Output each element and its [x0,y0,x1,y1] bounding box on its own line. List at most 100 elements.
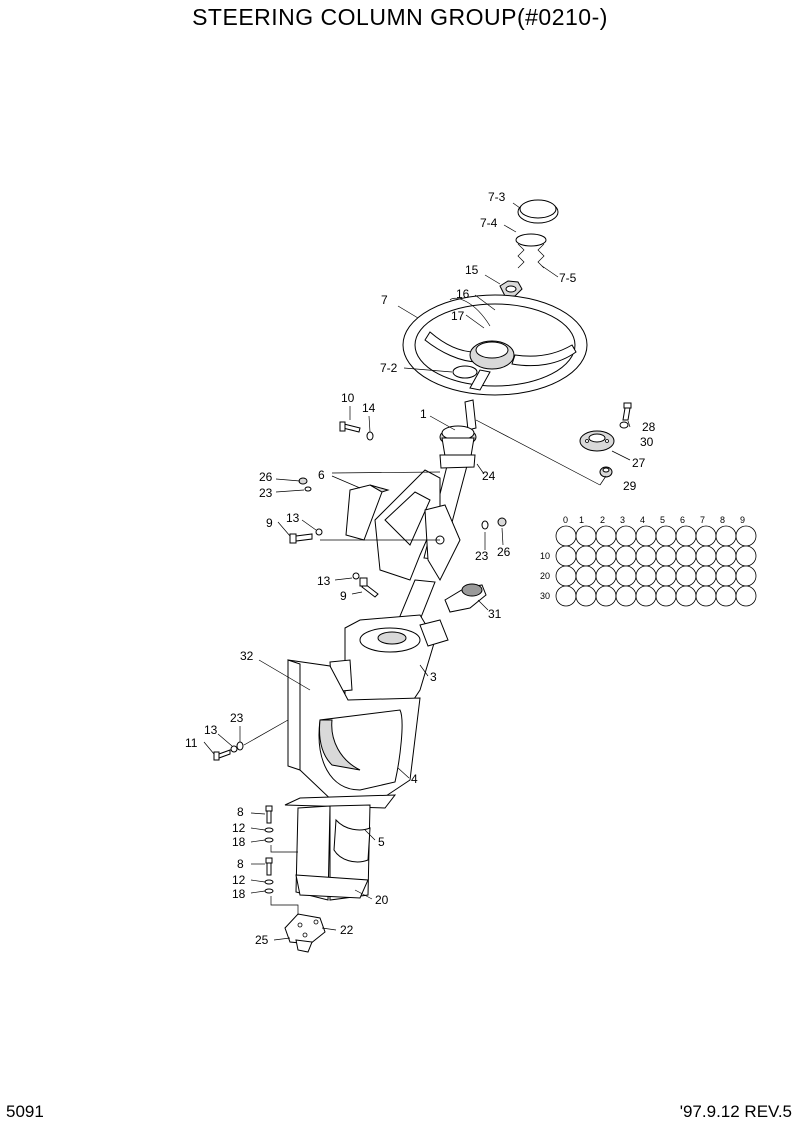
column-bracket-6[interactable] [374,469,461,582]
grid-circle [555,545,577,567]
callout-26a: 26 [259,470,273,484]
grid-circle [715,545,737,567]
grid-circle [575,585,597,607]
nut-26a[interactable] [298,477,308,485]
grid-circle [695,525,717,547]
callout-8b: 8 [237,857,244,871]
grid-circle [655,565,677,587]
washer-12a[interactable] [264,827,274,833]
callout-14: 14 [362,401,376,415]
washer-18a[interactable] [264,837,274,843]
grid-col-label: 6 [680,515,685,525]
callout-20: 20 [375,893,389,907]
horn-spring[interactable] [515,233,547,269]
callout-22: 22 [340,923,354,937]
grid-circle [675,525,697,547]
grid-circle [595,585,617,607]
callout-30: 30 [640,435,654,449]
grid-circle [735,585,757,607]
bolt-8a[interactable] [265,805,273,824]
washer-23a[interactable] [304,486,312,492]
callout-9a: 9 [266,516,273,530]
grid-circle [575,545,597,567]
grid-col-label: 3 [620,515,625,525]
grid-circle [735,525,757,547]
washer-13b[interactable] [352,572,360,580]
bolt-10[interactable] [339,421,361,433]
washer-18b[interactable] [264,888,274,894]
callout-15: 15 [465,263,479,277]
callout-18b: 18 [232,887,246,901]
grid-col-label: 7 [700,515,705,525]
page-number: 5091 [6,1102,44,1121]
horn-cap[interactable] [517,199,559,224]
grid-circle [555,525,577,547]
washer-14[interactable] [366,431,374,441]
steering-wheel[interactable] [402,294,588,396]
grid-row-label: 30 [540,591,550,601]
callout-12a: 12 [232,821,246,835]
bolt-9b[interactable] [359,577,379,598]
grid-circle [615,525,637,547]
washer-30[interactable] [619,421,629,429]
grid-col-label: 8 [720,515,725,525]
washer-23c[interactable] [236,741,244,751]
callout-1: 1 [420,407,427,421]
grid-col-label: 2 [600,515,605,525]
bolt-28[interactable] [622,402,632,421]
callout-27: 27 [632,456,646,470]
callout-16: 16 [456,287,470,301]
grid-circle [675,545,697,567]
grid-col-label: 4 [640,515,645,525]
callout-4: 4 [411,772,418,786]
callout-7-2: 7-2 [380,361,398,375]
bolt-8b[interactable] [265,857,273,876]
washer-12b[interactable] [264,879,274,885]
grid-circle [595,565,617,587]
bolt-11[interactable] [213,749,231,761]
callout-5: 5 [378,835,385,849]
grid-row-label: 10 [540,551,550,561]
grid-circle [695,545,717,567]
washer-13a[interactable] [315,528,323,536]
grid-circle [735,565,757,587]
lever-switch-31[interactable] [444,583,487,613]
grid-circle [595,525,617,547]
bolt-9a[interactable] [289,533,313,544]
base-bracket-5[interactable] [284,794,397,901]
nut-26b[interactable] [497,517,507,527]
grid-circle [715,565,737,587]
callout-9b: 9 [340,589,347,603]
callout-13c: 13 [204,723,218,737]
grid-row-label: 20 [540,571,550,581]
grid-col-label: 5 [660,515,665,525]
grid-circle [655,525,677,547]
callout-13b: 13 [317,574,331,588]
page-title: STEERING COLUMN GROUP(#0210-) [192,4,608,30]
nut-15[interactable] [499,280,523,297]
nut-29[interactable] [599,466,613,478]
callout-26b: 26 [497,545,511,559]
grid-circle [555,585,577,607]
shaft-bearing-24[interactable] [439,454,476,469]
callout-23b: 23 [475,549,489,563]
grid-col-label: 0 [563,515,568,525]
grid-circle [595,545,617,567]
washer-23b[interactable] [481,520,489,530]
grid-circle [695,565,717,587]
revision-date: '97.9.12 REV.5 [679,1102,792,1121]
callout-7-4: 7-4 [480,216,498,230]
callout-3: 3 [430,670,437,684]
mounting-plate-22[interactable] [284,913,326,953]
callout-17: 17 [451,309,465,323]
grid-col-label: 9 [740,515,745,525]
plate-27[interactable] [579,430,615,452]
callout-6: 6 [318,468,325,482]
grid-circle [655,585,677,607]
column-cover-4[interactable] [287,659,421,809]
callout-23a: 23 [259,486,273,500]
washer-13c[interactable] [230,745,238,753]
grid-circle [555,565,577,587]
block-6[interactable] [345,484,390,541]
